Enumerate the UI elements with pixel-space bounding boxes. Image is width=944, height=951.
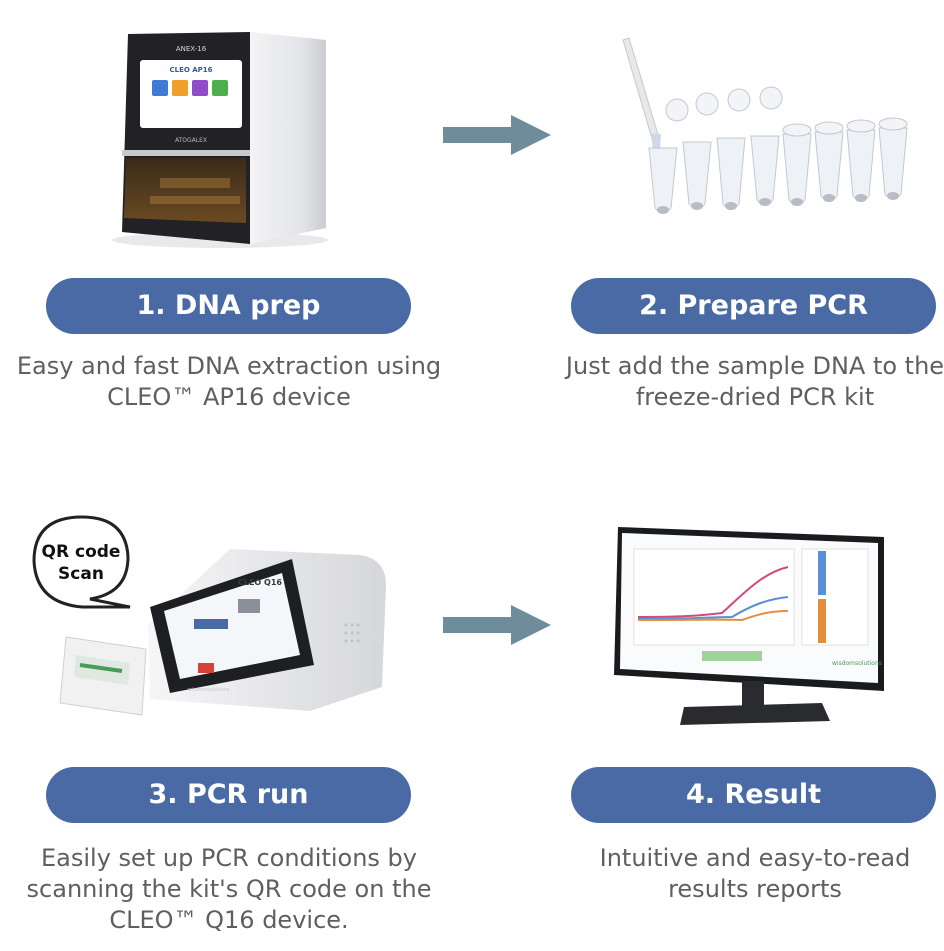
- step-3-desc-line-1: Easily set up PCR conditions by: [41, 844, 417, 872]
- device1-brand: ATOGALEX: [175, 137, 207, 144]
- step-3-desc-line-3: CLEO™ Q16 device.: [109, 906, 349, 934]
- step-2-description: Just add the sample DNA to the freeze-dr…: [540, 351, 944, 413]
- bubble-line-2: Scan: [58, 564, 104, 584]
- dna-extraction-device-image: ANEX-16 CLEO AP16 ATOGALEX: [100, 18, 340, 250]
- step-1-desc-line-1: Easy and fast DNA extraction using: [16, 352, 442, 380]
- step-3-description: Easily set up PCR conditions by scanning…: [0, 843, 458, 936]
- device1-top-label: ANEX-16: [176, 45, 207, 53]
- step-1-title: 1. DNA prep: [46, 278, 411, 334]
- arrow-right-icon: [443, 113, 553, 157]
- step-2-desc-line-2: freeze-dried PCR kit: [635, 383, 875, 411]
- step-1-description: Easy and fast DNA extraction using CLEO™…: [0, 351, 458, 413]
- step-3-title: 3. PCR run: [46, 767, 411, 823]
- step-1-desc-line-2: CLEO™ AP16 device: [107, 383, 351, 411]
- step-4-title: 4. Result: [571, 767, 936, 823]
- step-4-desc-line-1: Intuitive and easy-to-read: [599, 844, 911, 872]
- bubble-line-1: QR code: [42, 542, 121, 562]
- monitor-brand: wisdomsolutions: [832, 660, 882, 667]
- results-monitor-image: wisdomsolutions: [612, 525, 890, 730]
- step-4-desc-line-2: results reports: [668, 875, 842, 903]
- step-2-title: 2. Prepare PCR: [571, 278, 936, 334]
- pcr-device-image: QR code Scan CLEO Q16 wisdomsolutions: [30, 515, 400, 720]
- step-2-desc-line-1: Just add the sample DNA to the: [565, 352, 944, 380]
- pcr-kit-package: [59, 636, 147, 716]
- pcr-tubes-image: [615, 38, 915, 223]
- step-3-desc-line-2: scanning the kit's QR code on the: [26, 875, 432, 903]
- device3-screen-title: CLEO Q16: [238, 578, 282, 587]
- arrow-right-icon: [443, 603, 553, 647]
- step-4-description: Intuitive and easy-to-read results repor…: [540, 843, 944, 905]
- device1-screen-title: CLEO AP16: [169, 66, 212, 74]
- device3-brand: wisdomsolutions: [188, 687, 230, 693]
- qr-scan-bubble: QR code Scan: [32, 515, 131, 609]
